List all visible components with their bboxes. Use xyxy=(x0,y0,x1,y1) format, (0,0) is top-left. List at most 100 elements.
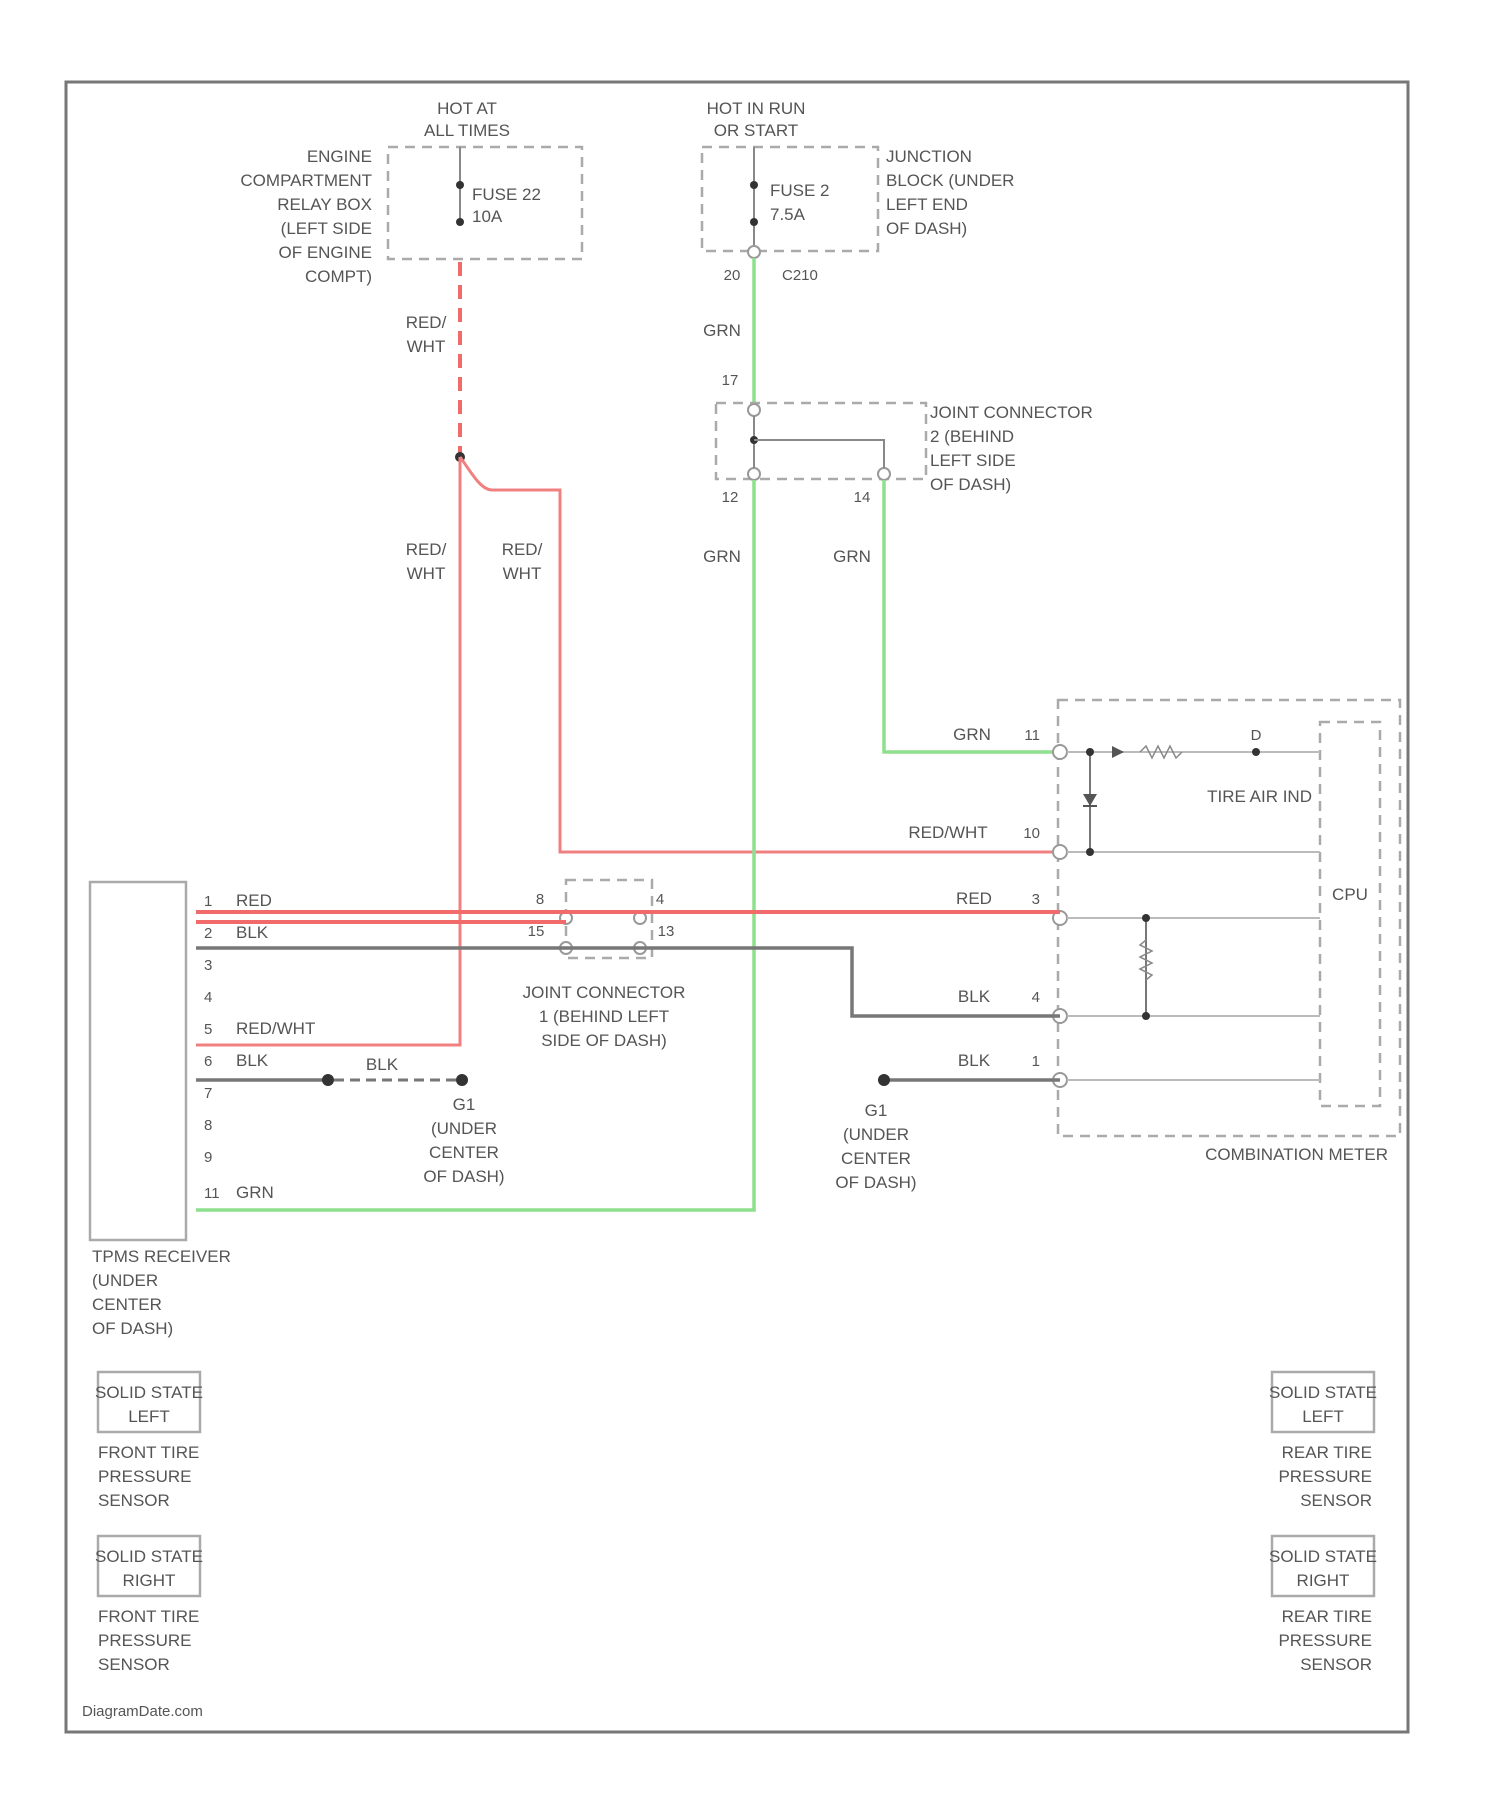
svg-text:11: 11 xyxy=(204,1185,220,1202)
blk-mid-label: BLK xyxy=(366,1055,399,1074)
fuse22-rating: 10A xyxy=(472,207,503,226)
svg-text:RIGHT: RIGHT xyxy=(1297,1571,1350,1590)
svg-text:SENSOR: SENSOR xyxy=(1300,1491,1372,1510)
tpms-receiver-box xyxy=(90,882,186,1240)
jb-connector: C210 xyxy=(782,267,818,284)
joint-connector-2-label: JOINT CONNECTOR 2 (BEHIND LEFT SIDE OF D… xyxy=(930,403,1093,494)
svg-text:PRESSURE: PRESSURE xyxy=(98,1467,192,1486)
jc2-pin-12: 12 xyxy=(722,489,739,506)
svg-text:OF ENGINE: OF ENGINE xyxy=(278,243,372,262)
grn-label-2: GRN xyxy=(703,547,741,566)
svg-text:OF DASH): OF DASH) xyxy=(930,475,1011,494)
svg-text:1 (BEHIND LEFT: 1 (BEHIND LEFT xyxy=(539,1007,669,1026)
cpu-box xyxy=(1320,722,1380,1106)
tpms-receiver-label: TPMS RECEIVER (UNDER CENTER OF DASH) xyxy=(92,1247,231,1338)
svg-text:JOINT CONNECTOR: JOINT CONNECTOR xyxy=(930,403,1093,422)
receiver-wire-red: RED xyxy=(236,891,272,910)
svg-text:SOLID STATE: SOLID STATE xyxy=(1269,1383,1377,1402)
front-left-sensor: SOLID STATE LEFT FRONT TIRE PRESSURE SEN… xyxy=(95,1372,203,1510)
svg-text:CENTER: CENTER xyxy=(429,1143,499,1162)
junction-block-label: JUNCTION BLOCK (UNDER LEFT END OF DASH) xyxy=(886,147,1014,238)
red-wht-label-1a: RED/ xyxy=(406,313,447,332)
svg-text:SIDE OF DASH): SIDE OF DASH) xyxy=(541,1031,667,1050)
svg-text:ENGINE: ENGINE xyxy=(307,147,372,166)
red-wht-label-1b: WHT xyxy=(407,337,446,356)
svg-text:8: 8 xyxy=(204,1117,212,1134)
meter-wire-blk-2: BLK xyxy=(958,1051,991,1070)
svg-text:LEFT SIDE: LEFT SIDE xyxy=(930,451,1016,470)
svg-text:OF DASH): OF DASH) xyxy=(423,1167,504,1186)
svg-text:LEFT END: LEFT END xyxy=(886,195,968,214)
red-wht-label-2a: RED/ xyxy=(406,540,447,559)
meter-wire-grn: GRN xyxy=(953,725,991,744)
jb-pin: 20 xyxy=(724,267,741,284)
red-wht-label-2b: WHT xyxy=(407,564,446,583)
svg-text:JOINT CONNECTOR: JOINT CONNECTOR xyxy=(523,983,686,1002)
tire-air-ind-label: TIRE AIR IND xyxy=(1207,787,1312,806)
svg-text:SENSOR: SENSOR xyxy=(1300,1655,1372,1674)
meter-pin-3: 3 xyxy=(1032,891,1040,908)
source-text: DiagramDate.com xyxy=(82,1703,203,1720)
svg-text:(UNDER: (UNDER xyxy=(843,1125,909,1144)
meter-wire-red: RED xyxy=(956,889,992,908)
jc2-pin-17: 17 xyxy=(722,372,739,389)
grn-label-1: GRN xyxy=(703,321,741,340)
ground-g1-right-point xyxy=(878,1074,890,1086)
fuse2-rating: 7.5A xyxy=(770,205,806,224)
meter-pin-11: 11 xyxy=(1024,727,1040,744)
svg-text:(UNDER: (UNDER xyxy=(92,1271,158,1290)
meter-wire-blk-1: BLK xyxy=(958,987,991,1006)
grn-wire-meter xyxy=(884,480,1060,752)
jc1-pin-15: 15 xyxy=(528,923,545,940)
hot-run-start-l2: OR START xyxy=(714,121,798,140)
svg-text:JUNCTION: JUNCTION xyxy=(886,147,972,166)
svg-text:4: 4 xyxy=(204,989,212,1006)
svg-text:PRESSURE: PRESSURE xyxy=(1278,1631,1372,1650)
meter-pin-1: 1 xyxy=(1032,1053,1040,1070)
svg-text:(LEFT SIDE: (LEFT SIDE xyxy=(281,219,372,238)
svg-text:G1: G1 xyxy=(453,1095,476,1114)
hot-all-times-l1: HOT AT xyxy=(437,99,497,118)
svg-text:TPMS RECEIVER: TPMS RECEIVER xyxy=(92,1247,231,1266)
jc1-pin-13: 13 xyxy=(658,923,675,940)
svg-text:6: 6 xyxy=(204,1053,212,1070)
svg-text:5: 5 xyxy=(204,1021,212,1038)
svg-text:SOLID STATE: SOLID STATE xyxy=(95,1383,203,1402)
jc2-pin-14: 14 xyxy=(854,489,871,506)
svg-text:FRONT TIRE: FRONT TIRE xyxy=(98,1443,199,1462)
meter-pin-10: 10 xyxy=(1023,825,1040,842)
grn-label-3: GRN xyxy=(833,547,871,566)
engine-relay-box-label: ENGINE COMPARTMENT RELAY BOX (LEFT SIDE … xyxy=(240,147,372,286)
svg-text:OF DASH): OF DASH) xyxy=(886,219,967,238)
fuse22-label: FUSE 22 xyxy=(472,185,541,204)
svg-text:CENTER: CENTER xyxy=(841,1149,911,1168)
svg-text:OF DASH): OF DASH) xyxy=(92,1319,173,1338)
svg-text:9: 9 xyxy=(204,1149,212,1166)
svg-text:7: 7 xyxy=(204,1085,212,1102)
joint-connector-1-label: JOINT CONNECTOR 1 (BEHIND LEFT SIDE OF D… xyxy=(523,983,686,1050)
meter-pin-4: 4 xyxy=(1032,989,1040,1006)
svg-text:OF DASH): OF DASH) xyxy=(835,1173,916,1192)
svg-text:BLOCK (UNDER: BLOCK (UNDER xyxy=(886,171,1014,190)
fuse2-label: FUSE 2 xyxy=(770,181,830,200)
receiver-pin-numbers: 1 2 3 4 5 6 7 8 9 11 xyxy=(204,893,220,1202)
svg-text:COMPT): COMPT) xyxy=(305,267,372,286)
svg-text:LEFT: LEFT xyxy=(128,1407,170,1426)
red-wht-label-3a: RED/ xyxy=(502,540,543,559)
hot-all-times-l2: ALL TIMES xyxy=(424,121,510,140)
svg-text:1: 1 xyxy=(204,893,212,910)
front-right-sensor: SOLID STATE RIGHT FRONT TIRE PRESSURE SE… xyxy=(95,1536,203,1674)
svg-text:SENSOR: SENSOR xyxy=(98,1655,170,1674)
red-wht-wire-meter xyxy=(460,457,1060,852)
receiver-wire-red-wht: RED/WHT xyxy=(236,1019,315,1038)
svg-text:RIGHT: RIGHT xyxy=(123,1571,176,1590)
rear-right-sensor: SOLID STATE RIGHT REAR TIRE PRESSURE SEN… xyxy=(1269,1536,1377,1674)
svg-text:CENTER: CENTER xyxy=(92,1295,162,1314)
svg-text:REAR TIRE: REAR TIRE xyxy=(1282,1607,1372,1626)
cpu-label: CPU xyxy=(1332,885,1368,904)
jc1-pin-4: 4 xyxy=(656,891,664,908)
ground-g1-right-label: G1 (UNDER CENTER OF DASH) xyxy=(835,1101,916,1192)
ground-g1-left-label: G1 (UNDER CENTER OF DASH) xyxy=(423,1095,504,1186)
svg-text:SENSOR: SENSOR xyxy=(98,1491,170,1510)
svg-text:LEFT: LEFT xyxy=(1302,1407,1344,1426)
